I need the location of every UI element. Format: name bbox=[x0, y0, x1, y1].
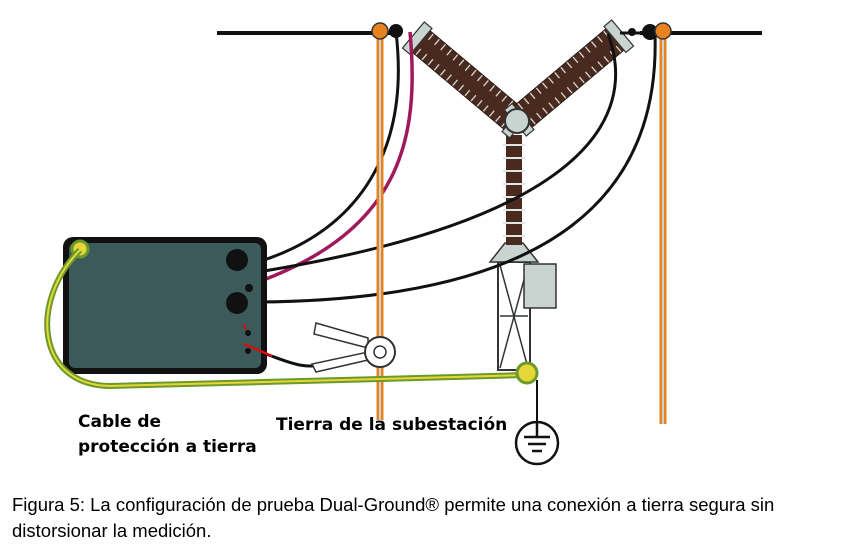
left-ground-connection bbox=[371, 22, 389, 40]
protective-ground-cable-stripe bbox=[46, 249, 526, 388]
test-set-terminal-2 bbox=[226, 292, 248, 314]
right-lead-connection bbox=[642, 24, 658, 40]
breaker-center-hub bbox=[504, 108, 530, 134]
breaker-support-structure bbox=[488, 242, 557, 371]
substation-ground-label: Tierra de la subestación bbox=[276, 415, 508, 435]
cable-label-line1: Cable de bbox=[78, 412, 162, 432]
current-clamp bbox=[310, 322, 396, 373]
test-set-terminal-1 bbox=[226, 249, 248, 271]
protective-ground-cable-label: Cable de protección a tierra bbox=[78, 410, 257, 460]
right-ground-connection bbox=[654, 22, 672, 40]
right-bus-joint-dot bbox=[628, 28, 636, 36]
vertical-insulator bbox=[503, 135, 525, 245]
substation-ground-connection bbox=[515, 361, 539, 385]
left-lead-connection bbox=[389, 24, 403, 38]
earth-ground-icon bbox=[514, 420, 560, 466]
cable-label-line2: protección a tierra bbox=[78, 437, 257, 457]
figure-caption: Figura 5: La configuración de prueba Dua… bbox=[12, 494, 775, 541]
test-set-instrument bbox=[63, 237, 273, 374]
red-test-lead bbox=[257, 31, 414, 284]
dual-ground-diagram bbox=[44, 19, 762, 466]
